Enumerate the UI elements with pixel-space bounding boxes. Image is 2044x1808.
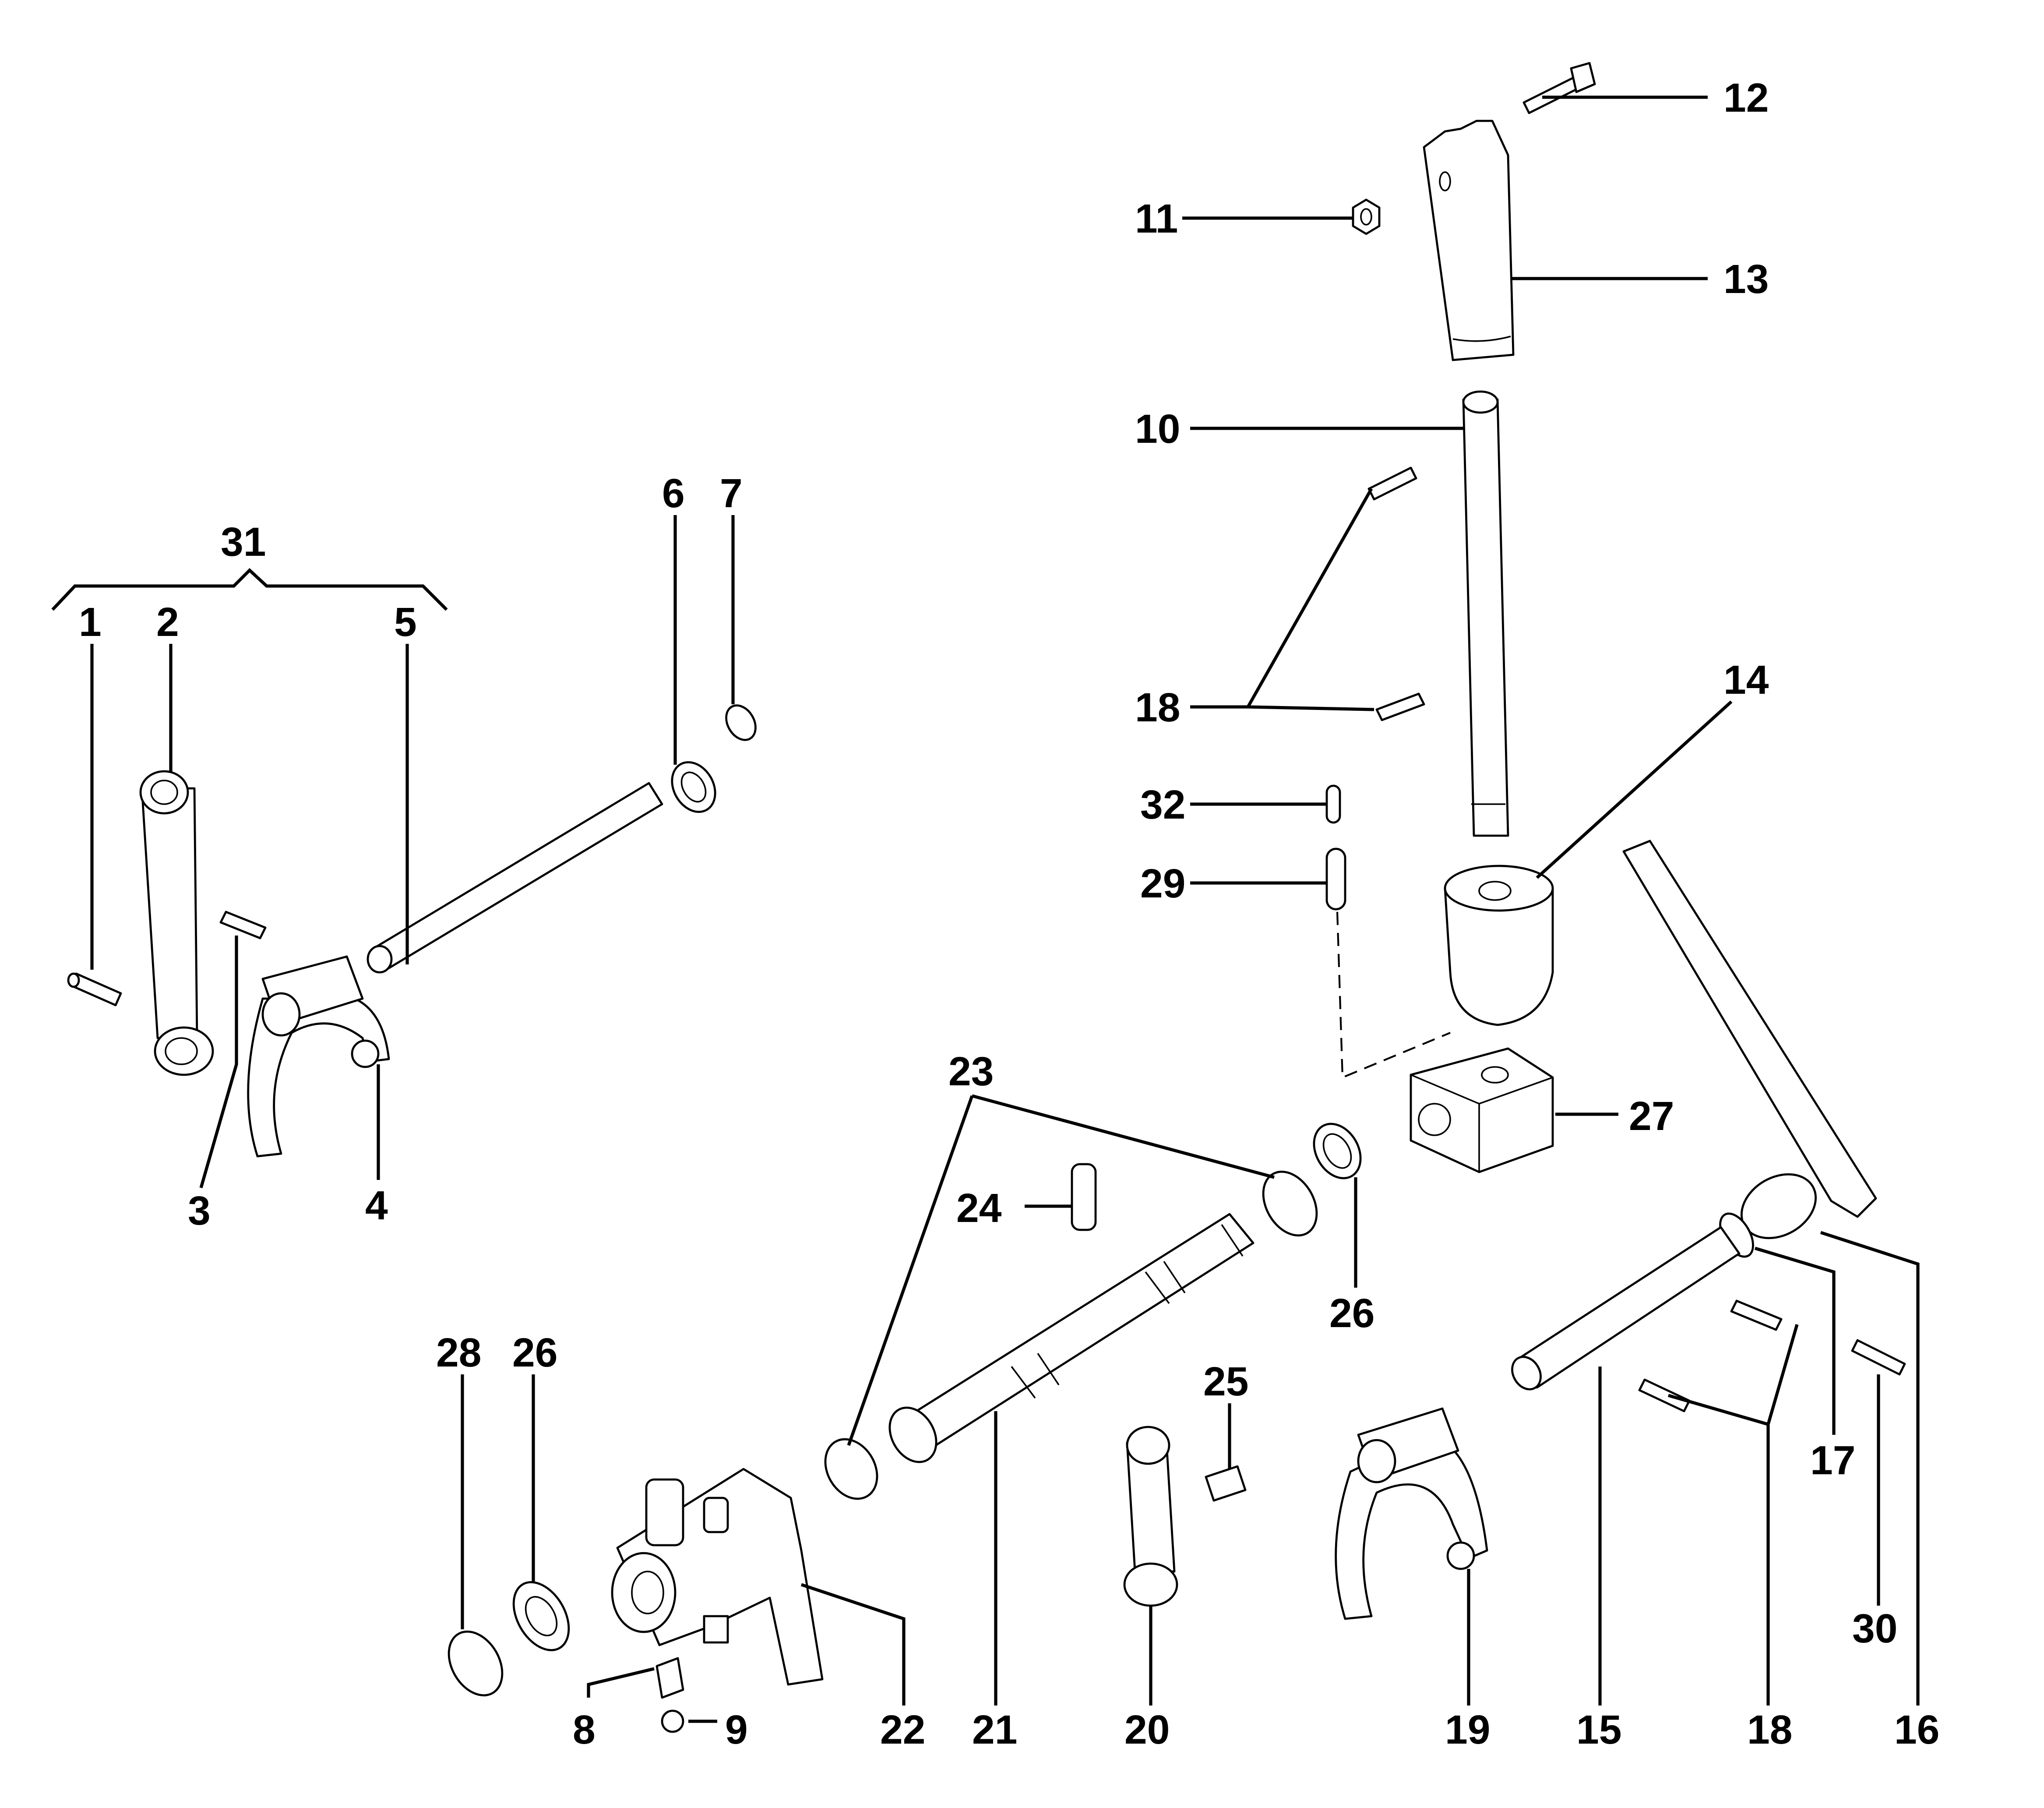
callout-24: 24 — [956, 1185, 1002, 1231]
callout-15: 15 — [1576, 1707, 1621, 1752]
part-7-ring[interactable] — [720, 700, 761, 745]
part-6-washer[interactable] — [663, 755, 724, 820]
part-2-lever[interactable] — [139, 770, 214, 1076]
callout-4: 4 — [365, 1183, 388, 1228]
part-22-shift-housing[interactable] — [611, 1468, 824, 1686]
callout-13: 13 — [1723, 256, 1769, 302]
part-13-clevis[interactable] — [1423, 120, 1515, 361]
part-29-roll-pin[interactable] — [1325, 848, 1346, 911]
part-25-set-screw[interactable] — [1205, 1465, 1247, 1502]
callout-5: 5 — [394, 599, 417, 645]
callout-28: 28 — [436, 1330, 481, 1375]
part-24-stud[interactable] — [1071, 1163, 1097, 1231]
part-1-pin[interactable] — [67, 972, 122, 1006]
callout-16: 16 — [1894, 1707, 1939, 1752]
part-18-pin-upper[interactable] — [1367, 466, 1425, 721]
part-16-l-lever[interactable] — [1622, 840, 1877, 1251]
callout-10: 10 — [1135, 406, 1180, 452]
callout-6: 6 — [662, 470, 685, 516]
part-30-pin[interactable] — [1851, 1339, 1906, 1376]
part-28-snap-ring[interactable] — [438, 1622, 513, 1705]
callout-19: 19 — [1445, 1707, 1490, 1752]
leader-lines — [90, 95, 1920, 1723]
part-26-washer-right[interactable] — [1304, 1116, 1370, 1186]
callout-23: 23 — [948, 1049, 994, 1094]
part-27-block[interactable] — [1410, 1047, 1554, 1173]
callout-22: 22 — [880, 1707, 925, 1752]
callout-3: 3 — [188, 1188, 211, 1233]
callout-11: 11 — [1135, 196, 1178, 241]
callout-12: 12 — [1723, 75, 1769, 120]
part-18-pin-lower[interactable] — [1638, 1300, 1783, 1412]
part-8-spring[interactable] — [655, 1657, 684, 1699]
part-5-shaft[interactable] — [367, 782, 663, 974]
part-11-nut[interactable] — [1352, 198, 1381, 235]
callout-7: 7 — [720, 470, 743, 516]
part-32-roll-pin[interactable] — [1325, 784, 1341, 824]
part-12-bolt[interactable] — [1522, 62, 1596, 114]
callout-14: 14 — [1723, 657, 1769, 703]
callout-9: 9 — [725, 1707, 748, 1752]
callout-18-upper: 18 — [1135, 685, 1180, 730]
part-23-washer-right[interactable] — [1252, 1162, 1328, 1245]
callout-17: 17 — [1810, 1437, 1855, 1483]
callout-31: 31 — [221, 519, 266, 565]
callout-30: 30 — [1852, 1606, 1897, 1651]
part-21-main-shaft[interactable] — [880, 1213, 1255, 1470]
callout-1: 1 — [79, 599, 102, 645]
callout-26-right: 26 — [1329, 1290, 1374, 1336]
assembly-bracket — [51, 568, 448, 611]
callout-25: 25 — [1203, 1359, 1248, 1404]
callout-27: 27 — [1629, 1093, 1674, 1139]
callout-32: 32 — [1140, 782, 1185, 827]
part-26-washer-left[interactable] — [502, 1572, 580, 1660]
part-19-shift-fork[interactable] — [1335, 1407, 1488, 1620]
part-20-lever[interactable] — [1123, 1426, 1178, 1607]
part-10-rod[interactable] — [1462, 390, 1509, 837]
callout-8: 8 — [573, 1707, 596, 1752]
callout-21: 21 — [972, 1707, 1017, 1752]
callout-29: 29 — [1140, 861, 1185, 906]
callout-20: 20 — [1124, 1707, 1170, 1752]
callout-2: 2 — [156, 599, 179, 645]
callout-18-lower: 18 — [1747, 1707, 1792, 1752]
part-15-shaft[interactable] — [1507, 1226, 1741, 1395]
part-4-shift-fork[interactable] — [247, 955, 390, 1158]
part-9-ball[interactable] — [661, 1709, 684, 1733]
assembly-path-dashed — [1336, 911, 1451, 1079]
part-14-bushing[interactable] — [1444, 865, 1554, 1026]
part-23-washer-left[interactable] — [815, 1430, 888, 1508]
part-3-spring[interactable] — [219, 911, 267, 939]
callout-26-left: 26 — [512, 1330, 557, 1375]
callout-labels: 31 1 2 5 6 7 3 4 12 11 13 10 18 14 32 29… — [79, 75, 1939, 1752]
